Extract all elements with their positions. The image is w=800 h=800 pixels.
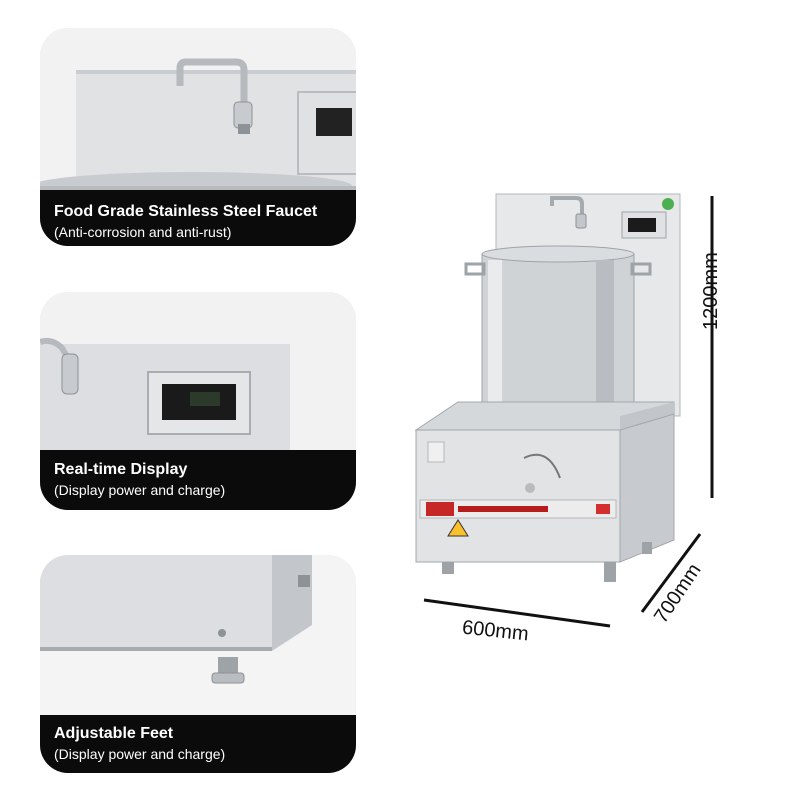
feature-panel-faucet: Food Grade Stainless Steel Faucet (Anti-… [40,28,356,246]
feature-title: Food Grade Stainless Steel Faucet [54,203,318,220]
height-dimension-label: 1200mm [700,252,722,330]
feature-subtitle: (Anti-corrosion and anti-rust) [54,224,232,240]
feature-subtitle: (Display power and charge) [54,482,226,498]
feature-subtitle: (Display power and charge) [54,746,226,762]
feature-caption: Adjustable Feet (Display power and charg… [40,715,356,773]
feature-panel-feet: Adjustable Feet (Display power and charg… [40,555,356,773]
feature-title: Real-time Display [54,461,188,478]
feature-caption: Real-time Display (Display power and cha… [40,450,356,510]
induction-stove-image [414,193,681,582]
feature-caption: Food Grade Stainless Steel Faucet (Anti-… [40,190,356,246]
feature-title: Adjustable Feet [54,725,174,742]
feature-panel-display: Real-time Display (Display power and cha… [40,292,356,510]
